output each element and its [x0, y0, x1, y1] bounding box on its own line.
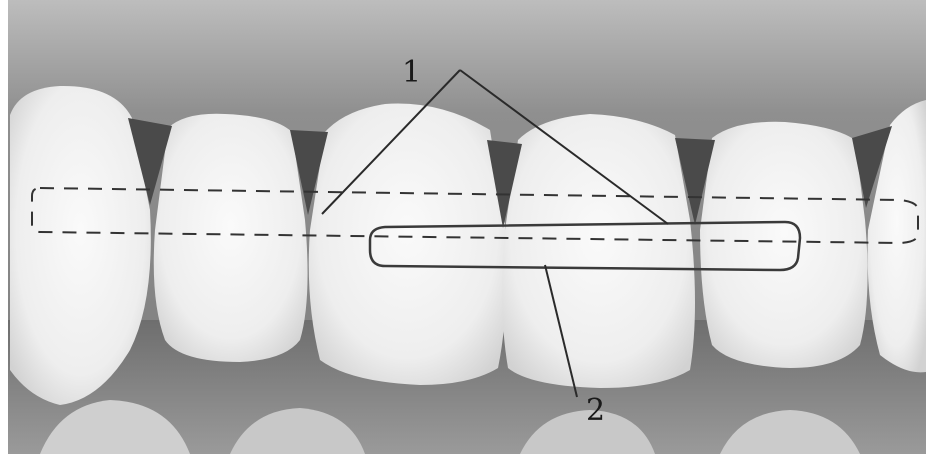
tooth	[502, 114, 695, 388]
label-1: 1	[402, 55, 421, 90]
tooth	[700, 122, 868, 368]
tooth	[154, 114, 308, 362]
label-2: 2	[586, 393, 605, 428]
tooth	[309, 104, 507, 385]
